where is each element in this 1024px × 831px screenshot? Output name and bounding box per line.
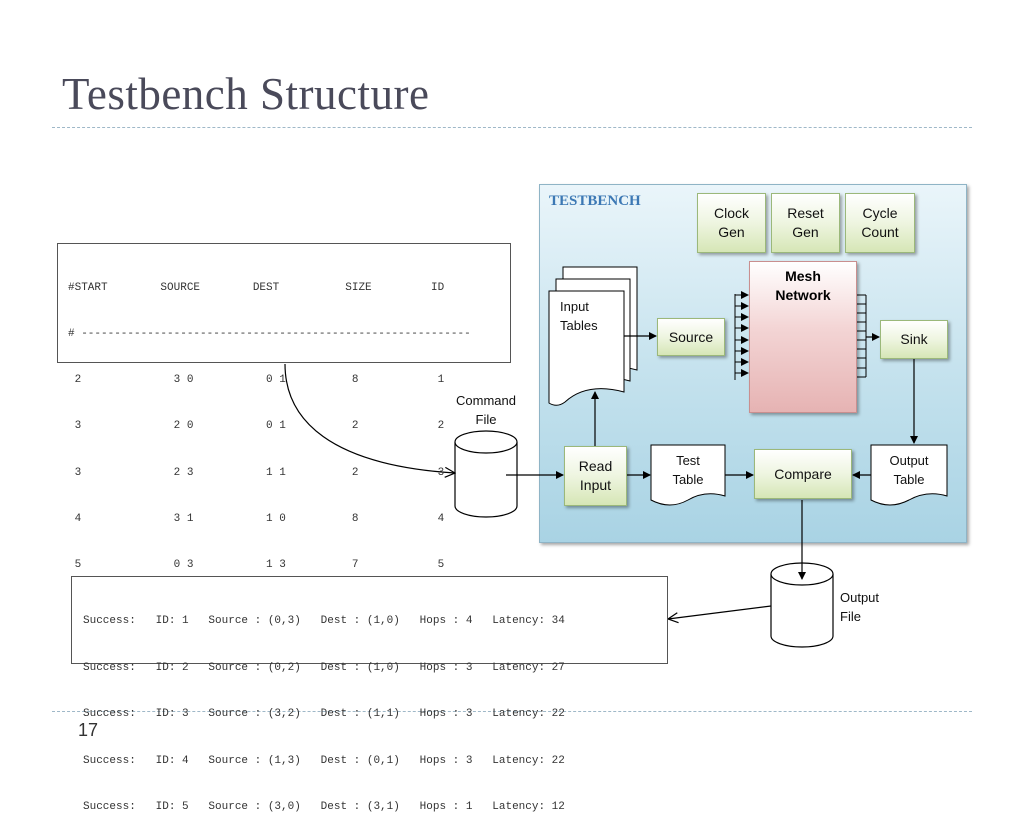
output-file-line: Success: ID: 2 Source : (0,2) Dest : (1,… xyxy=(83,661,565,674)
output-table-label: Output Table xyxy=(889,453,929,487)
output-file-line: Success: ID: 4 Source : (1,3) Dest : (0,… xyxy=(83,754,565,767)
command-file-line: 4 3 1 1 0 8 4 xyxy=(68,512,445,525)
output-table-document xyxy=(870,444,948,506)
read-input-block: Read Input xyxy=(564,446,627,506)
command-file-line: 2 3 0 0 1 8 1 xyxy=(68,374,445,387)
output-file-to-results-arrow xyxy=(668,605,772,619)
command-text-to-file-arrow xyxy=(284,363,455,473)
sink-block: Sink xyxy=(880,320,948,359)
test-table-document xyxy=(650,444,726,506)
command-file-line: 5 0 3 1 3 7 5 xyxy=(68,559,445,572)
mesh-network-block: Mesh Network xyxy=(749,261,857,413)
command-file-line: 3 2 0 0 1 2 2 xyxy=(68,420,445,433)
command-file-cylinder xyxy=(454,430,518,518)
mesh-output-ports xyxy=(857,294,867,378)
clock-gen-block: Clock Gen xyxy=(697,193,766,253)
slide-title: Testbench Structure xyxy=(62,69,430,119)
title-divider xyxy=(52,127,972,128)
command-file-contents: #START SOURCE DEST SIZE ID # -----------… xyxy=(57,243,511,571)
output-file-line: Success: ID: 5 Source : (3,0) Dest : (3,… xyxy=(83,801,565,813)
test-table-label: Test Table xyxy=(672,453,704,487)
output-file-contents: Success: ID: 1 Source : (0,3) Dest : (1,… xyxy=(71,576,668,813)
command-file-label: Command File xyxy=(456,393,516,427)
cycle-count-block: Cycle Count xyxy=(845,193,915,253)
footer-divider xyxy=(52,711,972,712)
compare-block: Compare xyxy=(754,449,852,499)
command-file-line: # --------------------------------------… xyxy=(68,328,471,341)
output-file-line: Success: ID: 3 Source : (3,2) Dest : (1,… xyxy=(83,708,565,720)
mesh-input-ports xyxy=(734,291,749,380)
page-number: 17 xyxy=(78,720,99,740)
flow-arrows xyxy=(284,332,918,619)
command-file-line: 3 2 3 1 1 2 3 xyxy=(68,466,445,479)
source-block: Source xyxy=(657,318,725,356)
output-file-line: Success: ID: 1 Source : (0,3) Dest : (1,… xyxy=(83,615,565,627)
input-tables-label: Input Tables xyxy=(560,299,598,333)
testbench-label: TESTBENCH xyxy=(549,193,641,209)
output-file-label: Output File xyxy=(840,590,880,624)
reset-gen-block: Reset Gen xyxy=(771,193,840,253)
diagram-graphics xyxy=(284,266,948,648)
command-file-line: #START SOURCE DEST SIZE ID xyxy=(68,281,445,294)
input-tables-document-stack xyxy=(548,266,638,406)
